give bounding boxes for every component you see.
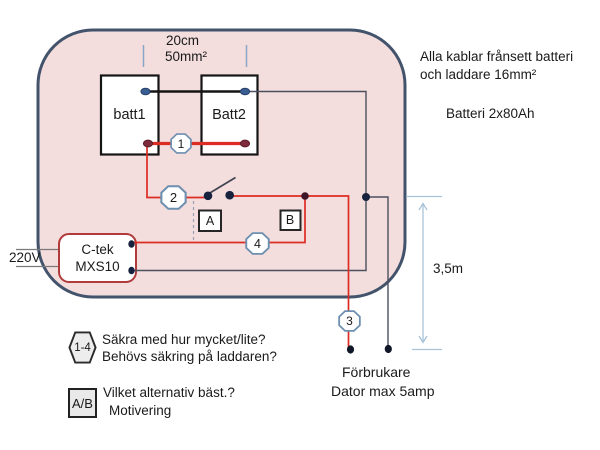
fuse-badge-4-number: 4 [254, 236, 261, 251]
option-a-box [198, 209, 222, 232]
arrowhead-down-icon [418, 335, 428, 344]
fuse-badge-4: 4 [245, 232, 270, 255]
fuse-badge-2: 2 [160, 185, 187, 210]
switch-contact-right [225, 190, 234, 200]
junction-dot-red [301, 192, 309, 200]
legend-option-symbol-text: A/B [72, 395, 93, 411]
legend-fuse-question-1: Säkra med hur mycket/lite? [102, 332, 266, 347]
battery2-terminal-top [239, 87, 251, 96]
charger-terminal-bottom [128, 266, 135, 275]
mains-voltage-label: 220V [9, 250, 41, 265]
consumer-terminal-red [346, 345, 355, 354]
legend-fuse-symbol-text: 1-4 [74, 341, 91, 354]
cable-spec-length: 20cm [166, 33, 200, 48]
octagon-icon [170, 133, 192, 154]
distance-label: 3,5m [433, 261, 464, 276]
charger-box [58, 233, 137, 283]
dark-wires-group [132, 90, 389, 349]
wire-junction-to-charger [132, 197, 367, 272]
octagon-icon [160, 185, 187, 210]
battery1-terminal-bottom [142, 139, 154, 148]
charger-label: C-tek MXS10 [59, 234, 136, 282]
option-b-label: B [285, 213, 295, 227]
fuse-badge-3-number: 3 [346, 313, 353, 328]
battery2-terminal-bottom [239, 139, 251, 148]
consumer-load-label: Dator max 5amp [331, 383, 435, 399]
legend-option-question-2: Motivering [109, 403, 172, 418]
wire-junction-to-consumer [366, 196, 389, 349]
distance-measure-group [406, 195, 442, 351]
fuse-badge-1-number: 1 [177, 136, 185, 151]
charger-model: MXS10 [75, 259, 120, 274]
legend-fuse-question-2: Behövs säkring på laddaren? [102, 349, 277, 364]
wire-batt1-to-switch [146, 143, 207, 199]
option-a-label: A [205, 213, 215, 228]
battery-capacity-note: Batteri 2x80Ah [446, 106, 535, 121]
battery1-label: batt1 [113, 106, 146, 123]
consumer-terminal-dark [384, 344, 392, 354]
cable-note-line1: Alla kablar frånsett batteri [420, 49, 574, 64]
hexagon-icon [68, 331, 97, 364]
wire-switch-to-consumer [230, 195, 350, 349]
option-b-box [279, 209, 302, 231]
cable-spec-area: 50mm² [165, 49, 208, 64]
legend-option-question-1: Vilket alternativ bäst.? [103, 385, 235, 400]
red-wires-group [132, 141, 350, 349]
fuse-badge-2-number: 2 [169, 190, 178, 205]
fuse-badge-1: 1 [170, 133, 192, 154]
legend-fuse-symbol: 1-4 [68, 331, 97, 364]
battery2-label: Batt2 [212, 106, 246, 123]
switch-blade [208, 176, 236, 195]
battery1-terminal-top [140, 87, 151, 96]
octagon-icon [245, 232, 270, 255]
consumer-label: Förbrukare [342, 364, 411, 380]
charger-terminal-top [128, 240, 135, 248]
legend-option-symbol: A/B [68, 388, 97, 418]
fuse-badge-3: 3 [338, 309, 361, 332]
wire-branch-to-charger [132, 196, 306, 244]
charger-brand: C-tek [81, 242, 114, 257]
junction-dot-dark [362, 193, 370, 201]
arrowhead-up-icon [418, 202, 428, 211]
cable-note-line2: och laddare 16mm² [420, 67, 537, 82]
switch-contact-left [203, 191, 213, 201]
octagon-icon [338, 309, 361, 332]
wire-batt2-to-junction [245, 90, 367, 197]
